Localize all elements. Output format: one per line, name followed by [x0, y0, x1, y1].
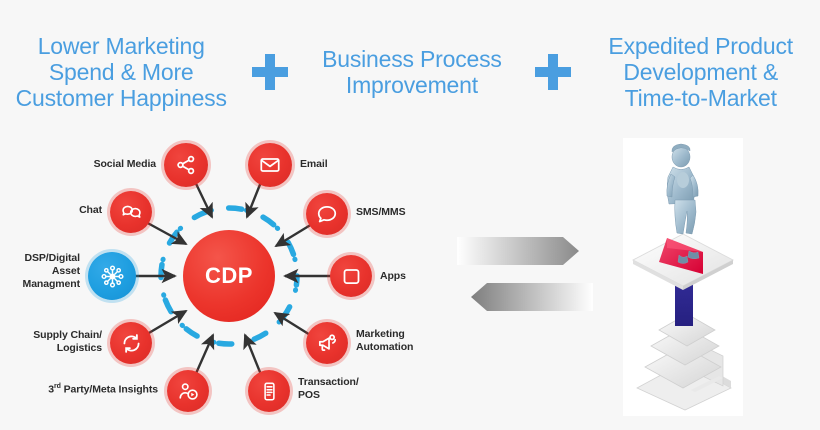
node-third-party-insights[interactable]	[167, 370, 209, 412]
node-marketing-automation[interactable]	[306, 322, 348, 364]
benefit-statement-3: Expedited Product Development & Time-to-…	[608, 32, 793, 112]
transition-arrows	[457, 237, 593, 311]
share-icon	[175, 154, 197, 176]
node-label-supply-chain: Supply Chain/ Logistics	[33, 329, 102, 354]
benefits-headline-bar: Lower Marketing Spend & More Customer Ha…	[0, 26, 820, 118]
cdp-hub[interactable]: CDP	[183, 230, 275, 322]
gradient-arrow-left	[471, 283, 593, 311]
benefit-statement-2: Business Process Improvement	[322, 45, 502, 98]
node-label-apps: Apps	[380, 270, 406, 282]
node-label-chat: Chat	[79, 204, 102, 216]
node-dsp-digital-asset[interactable]	[88, 252, 136, 300]
plus-icon-1	[250, 52, 290, 92]
node-label-marketing-automation: Marketing Automation	[356, 328, 414, 353]
node-email[interactable]	[248, 143, 292, 187]
node-label-third-party-insights: 3rd Party/Meta Insights	[48, 383, 158, 396]
network-nodes-icon	[99, 263, 126, 290]
cdp-hub-diagram: CDP Social Media Email	[0, 125, 450, 430]
node-apps[interactable]	[330, 255, 372, 297]
node-label-email: Email	[300, 158, 328, 170]
chat-bubbles-icon	[120, 201, 143, 224]
node-label-sms-mms: SMS/MMS	[356, 206, 406, 218]
envelope-icon	[259, 154, 281, 176]
red-wedge	[659, 238, 703, 274]
app-window-icon	[341, 266, 362, 287]
person-play-icon	[177, 380, 200, 403]
node-label-dsp-digital-asset: DSP/Digital Asset Managment	[22, 252, 81, 290]
node-label-transaction-pos: Transaction/ POS	[298, 376, 359, 401]
illustration-graphic	[632, 143, 734, 411]
plus-icon-2	[533, 52, 573, 92]
refresh-cycle-icon	[120, 332, 143, 355]
node-transaction-pos[interactable]	[248, 370, 290, 412]
cdp-hub-label: CDP	[205, 263, 253, 288]
speech-bubble-icon	[316, 203, 338, 225]
transformation-illustration	[623, 138, 743, 416]
node-label-social-media: Social Media	[93, 158, 157, 170]
benefit-statement-1: Lower Marketing Spend & More Customer Ha…	[15, 32, 227, 112]
stacked-layers	[644, 313, 722, 389]
megaphone-icon	[316, 332, 339, 355]
node-social-media[interactable]	[164, 143, 208, 187]
standing-figure	[666, 143, 700, 264]
node-chat[interactable]	[110, 191, 152, 233]
node-supply-chain[interactable]	[110, 322, 152, 364]
node-sms-mms[interactable]	[306, 193, 348, 235]
gradient-arrow-right	[457, 237, 579, 265]
pos-terminal-icon	[259, 381, 280, 402]
